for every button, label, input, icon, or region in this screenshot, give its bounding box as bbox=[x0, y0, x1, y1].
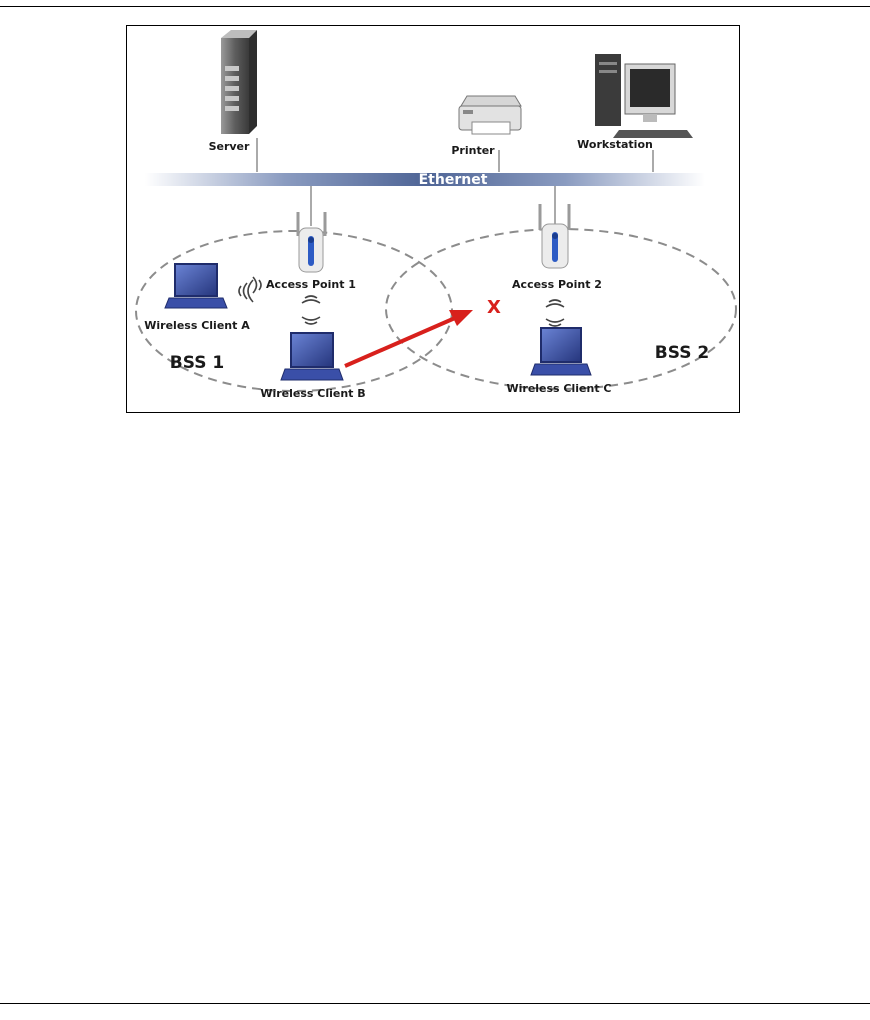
signal-waves-client-a bbox=[239, 277, 261, 302]
bss1-label: BSS 1 bbox=[170, 353, 224, 373]
wireless-client-b-label: Wireless Client B bbox=[260, 387, 365, 400]
server-label: Server bbox=[209, 140, 250, 153]
roaming-arrow bbox=[345, 310, 473, 366]
header-rule bbox=[0, 6, 870, 7]
wireless-client-c-label: Wireless Client C bbox=[506, 382, 611, 395]
ethernet-bus: Ethernet bbox=[145, 172, 705, 188]
blocked-x-mark: X bbox=[487, 297, 501, 318]
footer-rule bbox=[0, 1003, 870, 1004]
printer-icon bbox=[459, 96, 521, 134]
wireless-client-a-laptop-icon bbox=[165, 264, 227, 308]
ethernet-label: Ethernet bbox=[419, 172, 488, 188]
wireless-client-a-label: Wireless Client A bbox=[144, 319, 250, 332]
diagram-canvas: Ethernet Server Printer Workstation bbox=[127, 26, 739, 412]
access-point-2-label: Access Point 2 bbox=[512, 278, 602, 291]
bss2-label: BSS 2 bbox=[655, 343, 709, 363]
workstation-icon bbox=[595, 54, 693, 138]
wireless-client-b-laptop-icon bbox=[281, 333, 343, 380]
access-point-1-label: Access Point 1 bbox=[266, 278, 356, 291]
signal-waves-client-c bbox=[546, 300, 564, 326]
signal-waves-client-b bbox=[302, 296, 320, 324]
wireless-roaming-diagram: Ethernet Server Printer Workstation bbox=[126, 25, 740, 413]
server-icon bbox=[221, 30, 257, 134]
workstation-label: Workstation bbox=[577, 138, 653, 151]
printer-label: Printer bbox=[451, 144, 495, 157]
wireless-client-c-laptop-icon bbox=[531, 328, 591, 375]
